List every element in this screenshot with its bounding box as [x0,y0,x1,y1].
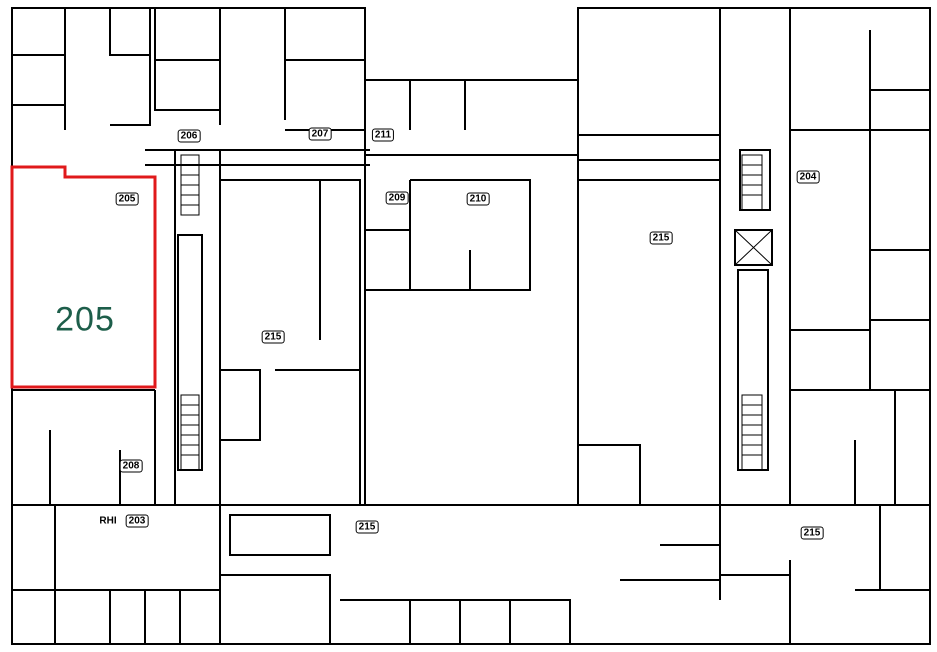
room-label-205: 205 [115,192,139,206]
room-label-211: 211 [371,128,395,142]
room-label-206: 206 [177,129,201,143]
room-label-215: 215 [649,231,673,245]
highlighted-room-label: 205 [55,300,115,339]
room-label-208: 208 [119,459,143,473]
room-label-209: 209 [385,191,409,205]
room-label-215: 215 [355,520,379,534]
room-label-215: 215 [261,330,285,344]
room-label-215: 215 [800,526,824,540]
highlight-outline [10,165,157,389]
room-label-204: 204 [796,170,820,184]
room-label-207: 207 [308,127,332,141]
room-label-203: 203 [125,514,149,528]
room-label-210: 210 [466,192,490,206]
rhi-label: RHI [99,515,117,527]
